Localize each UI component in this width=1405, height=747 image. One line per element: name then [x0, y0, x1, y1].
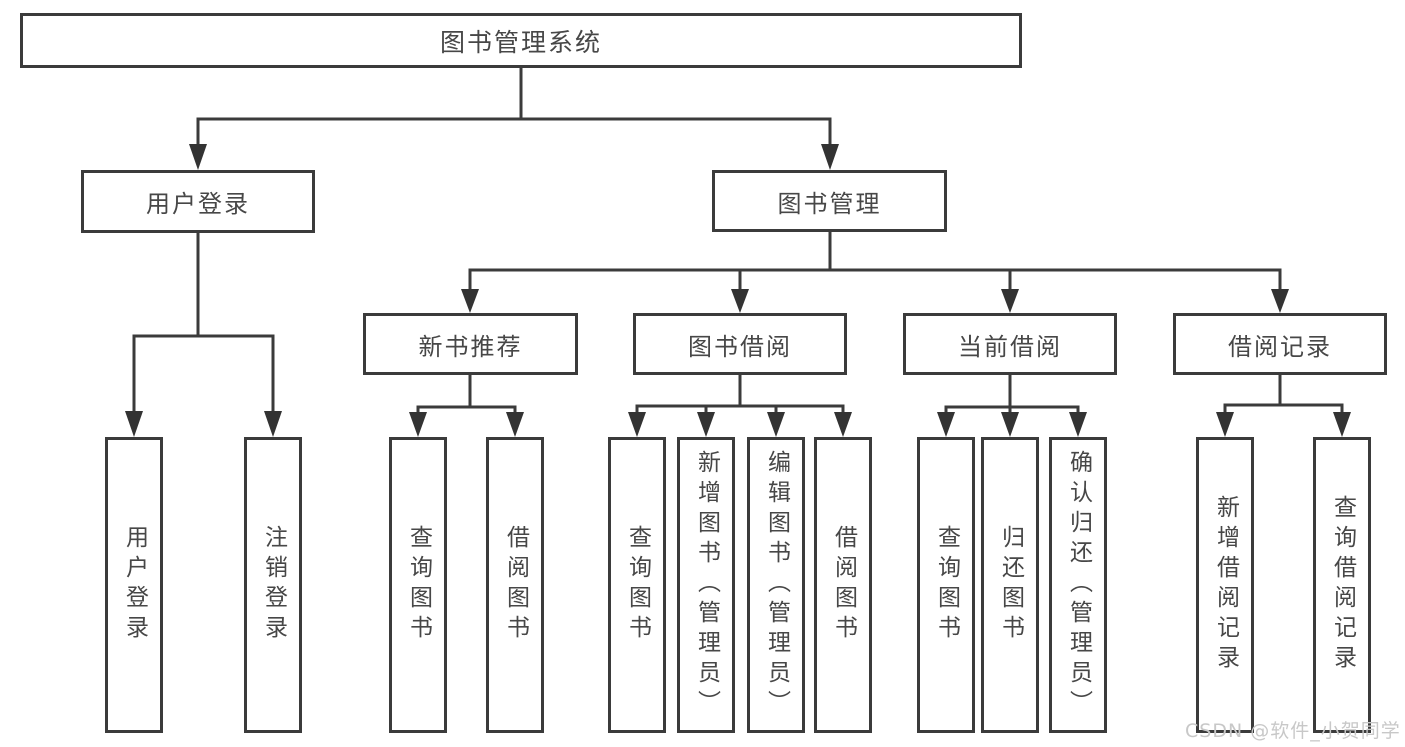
node-new-book-recommendation: 新书推荐	[363, 313, 578, 375]
node-book-borrowing: 图书借阅	[633, 313, 847, 375]
leaf-query-books-recommend: 查询图书	[389, 437, 447, 733]
leaf-label: 用户登录	[121, 525, 148, 645]
leaf-edit-books-admin: 编辑图书（管理员）	[747, 437, 805, 733]
node-label: 图书借阅	[688, 332, 792, 361]
leaf-label: 查询图书	[405, 525, 432, 645]
leaf-label: 注销登录	[260, 525, 287, 645]
node-label: 当前借阅	[958, 332, 1062, 361]
leaf-label: 借阅图书	[830, 525, 857, 645]
leaf-add-borrow-record: 新增借阅记录	[1196, 437, 1254, 733]
node-label: 图书管理系统	[439, 27, 602, 57]
node-user-login: 用户登录	[81, 170, 315, 233]
leaf-label: 编辑图书（管理员）	[763, 450, 790, 720]
leaf-logout-login: 注销登录	[244, 437, 302, 733]
node-label: 用户登录	[146, 190, 250, 218]
leaf-label: 借阅图书	[502, 525, 529, 645]
watermark: CSDN @软件_小贺同学	[1185, 720, 1401, 742]
node-label: 图书管理	[777, 189, 882, 218]
leaf-confirm-return-admin: 确认归还（管理员）	[1049, 437, 1107, 733]
leaf-label: 归还图书	[997, 525, 1024, 645]
leaf-user-login: 用户登录	[105, 437, 163, 733]
leaf-return-books: 归还图书	[981, 437, 1039, 733]
node-book-management-system: 图书管理系统	[20, 13, 1022, 68]
leaf-label: 查询借阅记录	[1329, 495, 1356, 675]
node-borrowing-records: 借阅记录	[1173, 313, 1387, 375]
node-book-management: 图书管理	[712, 170, 947, 232]
leaf-borrow-books-recommend: 借阅图书	[486, 437, 544, 733]
leaf-label: 确认归还（管理员）	[1065, 450, 1092, 720]
leaf-label: 查询图书	[933, 525, 960, 645]
leaf-label: 新增图书（管理员）	[693, 450, 720, 720]
node-current-borrowing: 当前借阅	[903, 313, 1117, 375]
leaf-label: 查询图书	[624, 525, 651, 645]
leaf-add-books-admin: 新增图书（管理员）	[677, 437, 735, 733]
leaf-query-borrow-record: 查询借阅记录	[1313, 437, 1371, 733]
node-label: 新书推荐	[418, 332, 523, 361]
leaf-borrow-books-borrowing: 借阅图书	[814, 437, 872, 733]
leaf-query-books-current: 查询图书	[917, 437, 975, 733]
node-label: 借阅记录	[1228, 332, 1332, 361]
leaf-query-books-borrowing: 查询图书	[608, 437, 666, 733]
leaf-label: 新增借阅记录	[1212, 495, 1239, 675]
